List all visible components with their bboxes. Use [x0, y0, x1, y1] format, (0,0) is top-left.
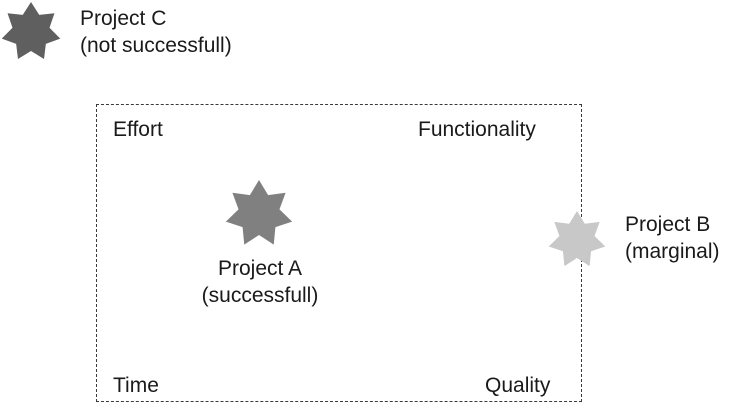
project-c-name: Project C: [80, 7, 167, 30]
project-a-label: Project A (successfull): [187, 255, 333, 309]
project-b-star-shape: [548, 211, 606, 267]
project-b-label: Project B (marginal): [625, 211, 720, 265]
project-a-star-icon: [224, 180, 294, 245]
corner-label-quality: Quality: [485, 374, 551, 397]
project-a-status: (successfull): [201, 284, 319, 307]
project-b-name: Project B: [625, 213, 711, 236]
project-c-star-shape: [1, 2, 61, 60]
constraint-boundary-box: [96, 104, 582, 402]
project-a-name: Project A: [217, 257, 303, 280]
corner-label-effort: Effort: [113, 118, 163, 141]
project-b-star-icon: [547, 210, 607, 270]
project-b-status: (marginal): [625, 240, 720, 263]
project-a-star-shape: [225, 180, 293, 245]
project-c-star-icon: [0, 1, 62, 63]
project-c-label: Project C (not successfull): [80, 5, 232, 59]
corner-label-time: Time: [113, 374, 159, 397]
corner-label-functionality: Functionality: [418, 118, 536, 141]
project-c-status: (not successfull): [80, 34, 232, 57]
